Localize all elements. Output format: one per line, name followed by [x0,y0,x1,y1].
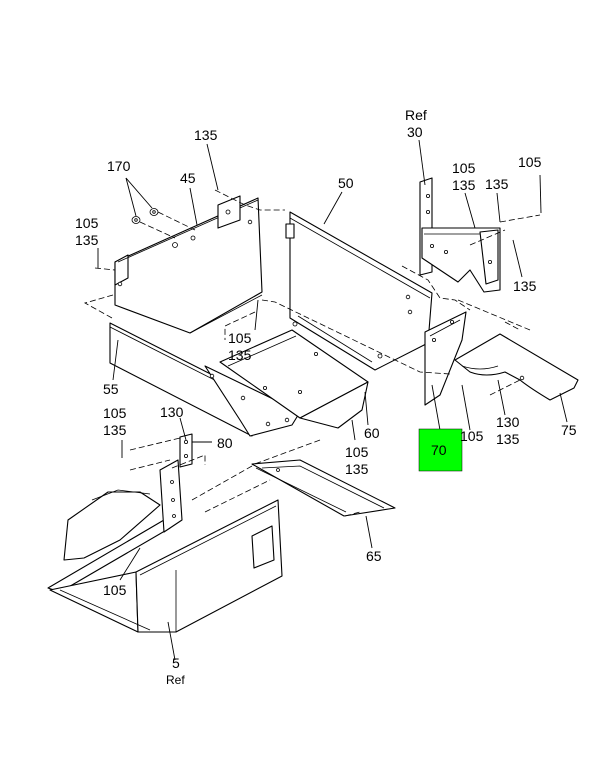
callout-135: 135 [496,431,520,447]
callout-105: 105 [518,154,542,170]
assembly-lines [83,189,541,517]
callout-135: 135 [452,177,476,193]
callout-70: 70 [431,442,447,458]
callout-130: 130 [496,414,520,430]
part-50-panel [285,211,433,371]
part-70-bracket [424,311,467,406]
part-60-floor [219,329,369,429]
callout-170: 170 [107,158,131,174]
callout-105: 105 [75,215,99,231]
callout-135: 135 [513,278,537,294]
callout-105: 105 [228,330,252,346]
callout-ref5-ref: Ref [166,673,185,687]
callout-130: 130 [160,404,184,420]
callout-135: 135 [194,127,218,143]
callout-105: 105 [345,444,369,460]
callout-70-highlight[interactable] [418,428,463,472]
callout-135: 135 [485,176,509,192]
callout-105: 105 [103,405,127,421]
fastener-170 [131,208,159,224]
part-55-panel [109,322,301,437]
callout-50: 50 [338,175,354,191]
callout-65: 65 [366,548,382,564]
callout-55: 55 [103,381,119,397]
part-45-panel [114,195,263,334]
callout-105: 105 [103,582,127,598]
part-30-bracket [419,177,501,293]
callout-ref30-ref: Ref [405,107,427,123]
callout-45: 45 [180,170,196,186]
part-80-bracket [179,433,193,468]
callout-105: 105 [452,160,476,176]
callout-60: 60 [364,425,380,441]
callout-5: 5 [172,655,180,671]
callout-75: 75 [561,422,577,438]
callout-135: 135 [228,347,252,363]
callout-labels: Ref 30 135 170 45 50 105 135 105 135 105… [75,107,577,687]
part-75-plate [454,333,579,401]
callout-135: 135 [75,232,99,248]
callout-30: 30 [407,124,423,140]
leader-lines [97,139,568,661]
part-5-floor [47,459,283,633]
callout-135: 135 [345,461,369,477]
callout-135: 135 [103,422,127,438]
callout-105: 105 [460,428,484,444]
callout-80: 80 [217,435,233,451]
part-65-plate [251,459,396,517]
